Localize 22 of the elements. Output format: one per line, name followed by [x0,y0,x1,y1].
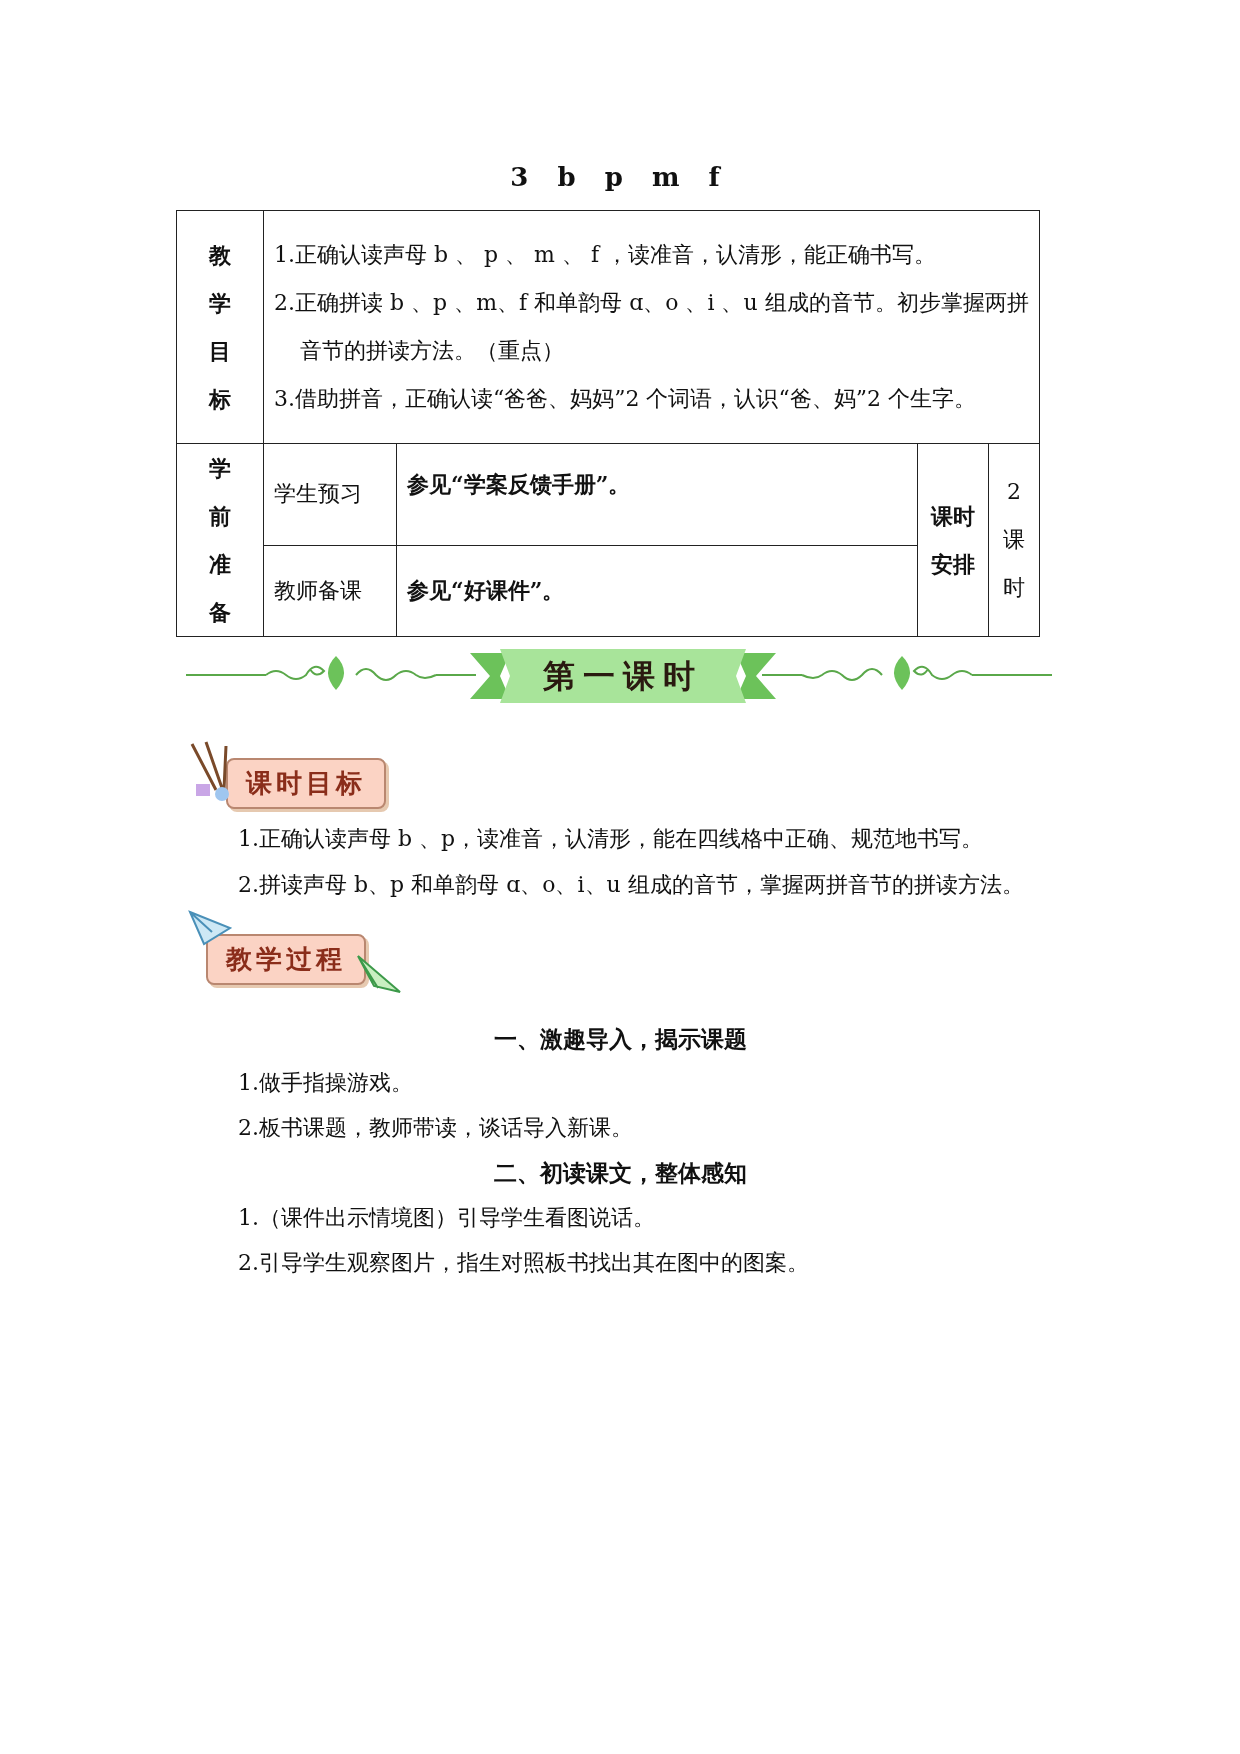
body-text: 2.拼读声母 b、p 和单韵母 ɑ、o、i、u 组成的音节，掌握两拼音节的拼读方法。 [238,871,1024,899]
body-text: 2.引导学生观察图片，指生对照板书找出其在图中的图案。 [238,1249,809,1277]
body-text: 1.做手指操游戏。 [238,1069,413,1097]
field-label: 学生预习 [274,481,362,507]
body-text: 1.（课件出示情境图）引导学生看图说话。 [238,1204,655,1232]
reference-text: 参见“学案反馈手册”。 [407,471,631,497]
page-title: 3 b p m f [509,162,731,192]
section-badge: 课时目标 [226,758,386,809]
hours-value: 2课时 [1002,478,1026,602]
objective-text: 3.借助拼音，正确认读“爸爸、妈妈”2 个词语，认识“爸、妈”2 个生字。 [274,385,977,413]
reference-text: 参见“好课件”。 [407,576,565,603]
section-heading: 一、激趣导入，揭示课题 [492,1024,748,1054]
body-text: 1.正确认读声母 b 、p，读准音，认清形，能在四线格中正确、规范地书写。 [238,825,984,853]
section-heading: 二、初读课文，整体感知 [492,1158,748,1188]
field-label: 课时安排 [929,502,976,579]
row-header: 教学目标 [207,241,232,414]
body-text: 2.板书课题，教师带读，谈话导入新课。 [238,1114,633,1142]
objective-text: 2.正确拼读 b 、p 、m、f 和单韵母 ɑ、o 、i 、u 组成的音节。初步掌握两拼音节的拼读方法。（重点） [274,289,1029,365]
field-label: 教师备课 [274,577,362,603]
section-badge: 教学过程 [206,934,366,985]
objective-text: 1.正确认读声母 b 、 p 、 m 、 f ，读准音，认清形，能正确书写。 [274,241,938,269]
row-header: 学前准备 [208,454,232,627]
